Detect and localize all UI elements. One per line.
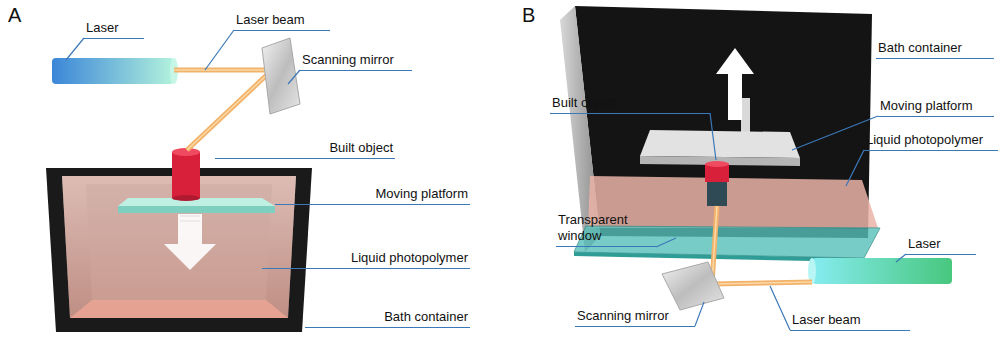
laser <box>52 58 178 84</box>
moving-platform <box>118 198 275 213</box>
part-label: Moving platform <box>275 186 470 205</box>
part-label: Transparent window <box>556 212 656 247</box>
part-label: Laser <box>84 20 144 39</box>
panel-letter: B <box>520 4 537 28</box>
part-label: Built object <box>215 140 395 159</box>
up-arrow <box>716 48 754 120</box>
transparent-window <box>574 226 880 262</box>
part-label: Scanning mirror <box>575 308 695 327</box>
part-label: Bath container <box>876 40 994 59</box>
panel-letter: A <box>6 4 23 28</box>
laser-beam <box>712 206 812 284</box>
laser-beam <box>174 70 272 150</box>
part-label: Liquid photopolymer <box>864 132 998 151</box>
part-label: Laser <box>906 236 976 255</box>
part-label: Scanning mirror <box>300 52 412 71</box>
part-label: Laser beam <box>790 312 910 331</box>
part-label: Laser beam <box>234 12 330 31</box>
down-arrow <box>164 214 216 270</box>
built-object <box>172 148 200 201</box>
part-label: Bath container <box>305 309 470 328</box>
built-object <box>705 161 729 206</box>
part-label: Built object <box>550 95 710 114</box>
scanning-mirror <box>262 38 300 114</box>
scanning-mirror <box>662 262 724 310</box>
part-label: Moving platform <box>878 98 994 117</box>
moving-platform <box>640 98 800 166</box>
laser <box>808 258 952 284</box>
part-label: Liquid photopolymer <box>262 250 470 269</box>
